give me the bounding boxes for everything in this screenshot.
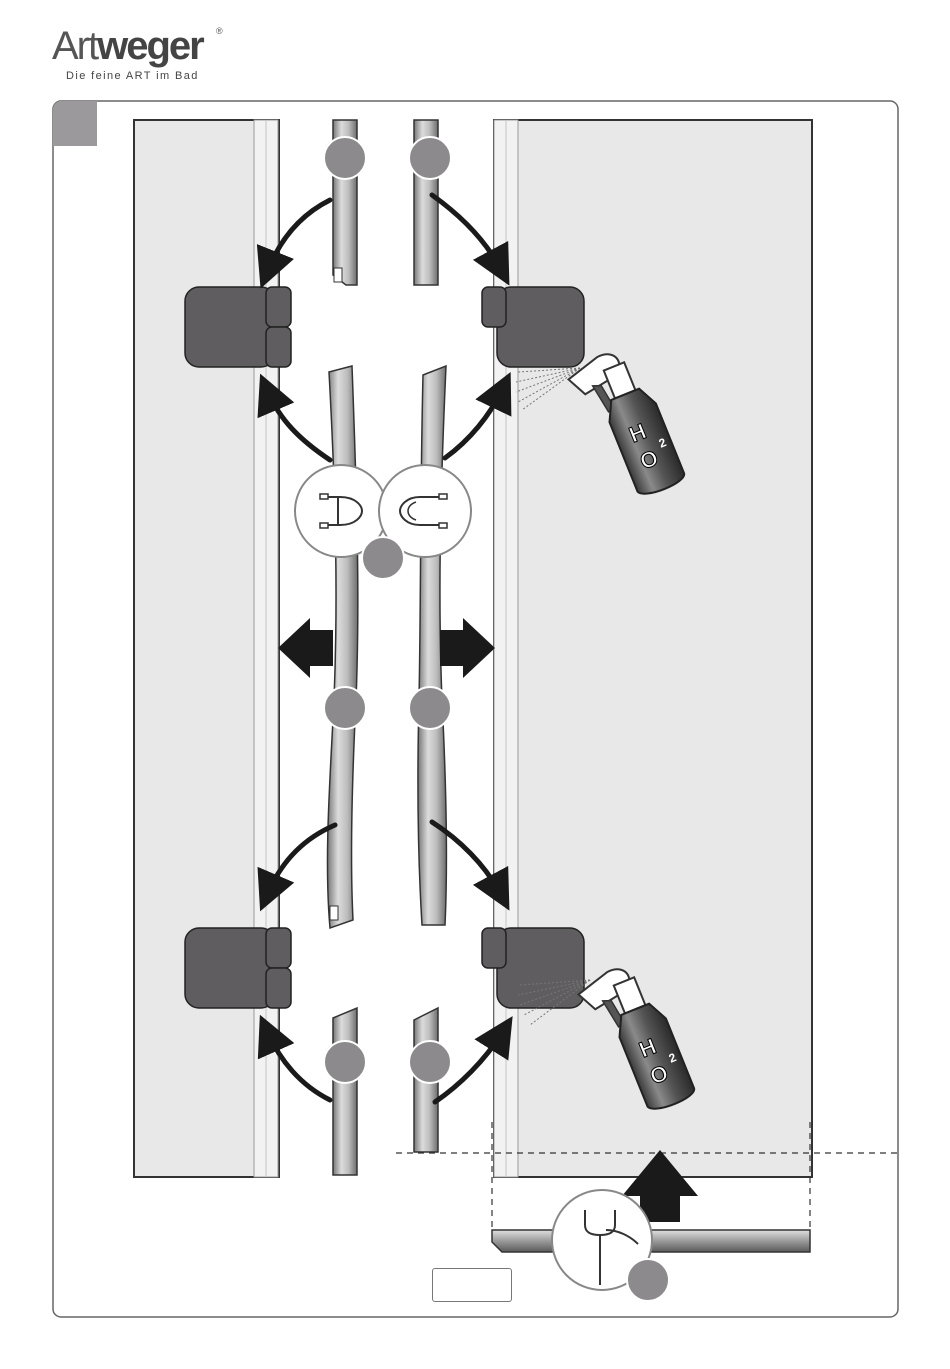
step-number-badge — [53, 101, 97, 146]
callout-dot-bottom-right — [409, 1041, 451, 1083]
callout-dot-bottom-profile — [627, 1259, 669, 1301]
hinge-clamp-top-right — [482, 287, 584, 367]
push-arrow-left — [278, 618, 333, 678]
seal-strip-bottom-left — [333, 1008, 357, 1175]
push-arrow-right — [440, 618, 495, 678]
hinge-clamp-bottom-right — [482, 928, 584, 1008]
page-number-box — [432, 1268, 512, 1302]
callout-dot-top-right — [409, 137, 451, 179]
arrow-top-right-down — [432, 195, 500, 268]
callout-dot-mid-left — [324, 687, 366, 729]
callout-dot-top-left — [324, 137, 366, 179]
callout-dot-mid-right — [409, 687, 451, 729]
callout-dot-bottom-left — [324, 1041, 366, 1083]
hinge-clamp-top-left — [185, 287, 291, 367]
callout-dot-profile — [362, 537, 404, 579]
hinge-clamp-bottom-left — [185, 928, 291, 1008]
